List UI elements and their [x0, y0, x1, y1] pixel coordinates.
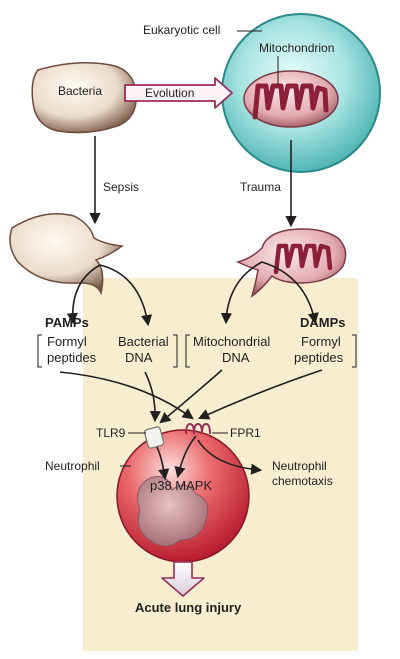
damps-group: DAMPs Mitochondrial DNA Formyl peptides: [185, 315, 357, 368]
pamps-formyl-line2: peptides: [47, 350, 97, 365]
tlr9-label: TLR9: [96, 426, 126, 440]
fpr1-label: FPR1: [230, 426, 261, 440]
chemotaxis-line1: Neutrophil: [272, 459, 327, 473]
mito-dna-to-tlr9-arrow: [159, 369, 223, 424]
neutrophil-label: Neutrophil: [45, 459, 100, 473]
eukaryotic-cell-label: Eukaryotic cell: [143, 23, 220, 37]
mito-dna-line2: DNA: [222, 350, 250, 365]
ruptured-bacterium: [9, 213, 124, 296]
tlr9-receptor: TLR9: [96, 426, 165, 449]
damps-formyl-release-arrow: [261, 261, 319, 325]
mito-dna-release-arrow: [220, 261, 263, 325]
mitochondrion: Mitochondrion: [243, 41, 339, 128]
pamps-formyl-line1: Formyl: [47, 334, 87, 349]
pamps-formyl-release-arrow: [66, 264, 101, 325]
mito-dna-line1: Mitochondrial: [193, 334, 270, 349]
evolution-label: Evolution: [145, 86, 194, 100]
bacteria: Bacteria: [31, 62, 137, 134]
damps-formyl-line1: Formyl: [301, 334, 341, 349]
fpr1-receptor: FPR1: [185, 422, 261, 440]
pamps-formyl-to-fpr1-arrow: [59, 371, 194, 420]
damps-formyl-line2: peptides: [294, 350, 344, 365]
outcome-arrow: [161, 561, 205, 597]
sepsis-label: Sepsis: [103, 180, 139, 194]
chemotaxis-line2: chemotaxis: [272, 474, 333, 488]
bacterial-dna-line1: Bacterial: [118, 334, 169, 349]
tlr9-to-p38-arrow: [156, 446, 170, 481]
damps-label: DAMPs: [300, 315, 346, 330]
p38-label: p38 MAPK: [150, 478, 212, 493]
mitochondrion-label: Mitochondrion: [259, 41, 334, 55]
outcome-label: Acute lung injury: [135, 600, 242, 615]
neutrophil-nucleus: [137, 476, 209, 547]
pamps-label: PAMPs: [45, 315, 89, 330]
trauma-label: Trauma: [240, 180, 281, 194]
fpr1-to-chemotaxis-arrow: [197, 439, 263, 475]
bacterial-dna-line2: DNA: [125, 350, 153, 365]
pamps-group: PAMPs Formyl peptides Bacterial DNA: [37, 315, 178, 368]
fpr1-to-p38-arrow: [174, 435, 197, 479]
neutrophil: Neutrophil p38 MAPK: [45, 429, 250, 563]
evolution-arrow: Evolution: [124, 77, 233, 109]
ruptured-mitochondrion-cristae: [273, 243, 333, 275]
ruptured-mitochondrion: [235, 228, 347, 298]
damps-formyl-to-fpr1-arrow: [197, 369, 323, 420]
bacterial-dna-release-arrow: [99, 264, 153, 327]
bacterial-dna-to-tlr9-arrow: [144, 371, 161, 423]
bacteria-label: Bacteria: [58, 84, 102, 98]
mitochondrion-cristae: [252, 83, 329, 120]
